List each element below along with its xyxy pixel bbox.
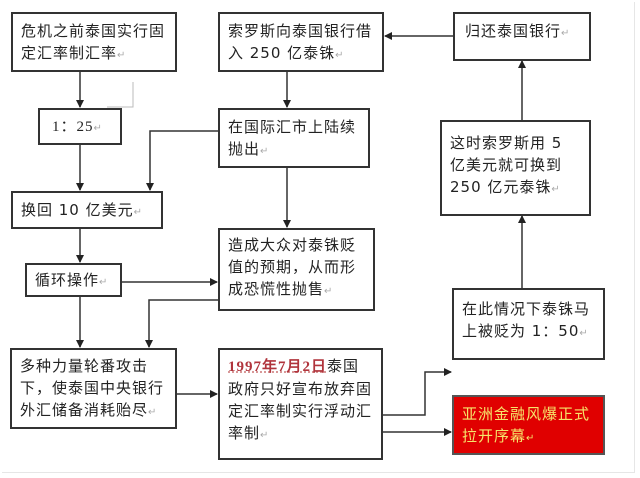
arrow-selloff-to-exchange (146, 130, 218, 191)
box-devalue: 在此情况下泰铢马上被贬为 1：50↵ (452, 288, 605, 360)
box-text: 索罗斯向泰国银行借入 250 亿泰铢 (228, 22, 373, 62)
box-text: 危机之前泰国实行固定汇率制汇率 (21, 22, 166, 62)
box-sell-off: 在国际汇市上陆续抛出↵ (218, 108, 370, 168)
box-text: 这时索罗斯用 5 亿美元就可换到 250 亿元泰铢 (450, 134, 563, 196)
box-crisis: 亚洲金融风爆正式拉开序幕↵ (452, 395, 605, 455)
paragraph-mark: ↵ (526, 433, 536, 444)
box-rate-1-25: 1：25↵ (38, 108, 122, 145)
box-before-crisis: 危机之前泰国实行固定汇率制汇率↵ (11, 12, 177, 72)
box-text: 1：25 (52, 119, 94, 135)
box-text: 在此情况下泰铢马上被贬为 1：50 (462, 300, 591, 340)
stray-line (107, 82, 134, 108)
paragraph-mark: ↵ (133, 207, 144, 218)
box-text: 泰国政府只好宣布放弃固定汇率制实行浮动汇率制 (228, 357, 373, 442)
frame (2, 2, 635, 473)
paragraph-mark: ↵ (260, 146, 270, 157)
arrow-float-to-devalue (383, 368, 452, 416)
paragraph-mark: ↵ (99, 277, 109, 288)
box-repay: 归还泰国银行↵ (453, 12, 591, 61)
box-attack: 多种力量轮番攻击下，使泰国中央银行外汇储备消耗贻尽↵ (10, 348, 177, 429)
box-soros-exchange: 这时索罗斯用 5 亿美元就可换到 250 亿元泰铢↵ (440, 120, 591, 216)
paragraph-mark: ↵ (561, 28, 571, 39)
paragraph-mark: ↵ (579, 328, 589, 339)
box-text: 亚洲金融风爆正式拉开序幕 (462, 405, 591, 445)
box-text: 在国际汇市上陆续抛出 (228, 118, 357, 158)
paragraph-mark: ↵ (148, 407, 158, 418)
paragraph-mark: ↵ (551, 184, 561, 195)
arrow-expectation-to-attack (145, 299, 218, 348)
box-soros-borrow: 索罗斯向泰国银行借入 250 亿泰铢↵ (218, 12, 384, 72)
box-exchange-back: 换回 10 亿美元↵ (11, 191, 163, 229)
box-float: 1997年7月2日泰国政府只好宣布放弃固定汇率制实行浮动汇率制↵ (218, 348, 383, 460)
box-text: 多种力量轮番攻击下，使泰国中央银行外汇储备消耗贻尽 (20, 357, 165, 419)
date-text: 1997年7月2日 (228, 359, 328, 375)
box-cycle: 循环操作↵ (25, 263, 122, 297)
paragraph-mark: ↵ (93, 123, 103, 134)
box-text: 循环操作 (35, 271, 100, 289)
box-expectation: 造成大众对泰铢贬值的预期，从而形成恐慌性抛售↵ (218, 228, 375, 311)
paragraph-mark: ↵ (117, 50, 127, 61)
paragraph-mark: ↵ (260, 430, 270, 441)
box-text: 归还泰国银行 (465, 22, 562, 40)
paragraph-mark: ↵ (324, 286, 334, 297)
box-text: 换回 10 亿美元 (21, 201, 134, 219)
box-text: 造成大众对泰铢贬值的预期，从而形成恐慌性抛售 (228, 236, 357, 298)
paragraph-mark: ↵ (335, 50, 345, 61)
